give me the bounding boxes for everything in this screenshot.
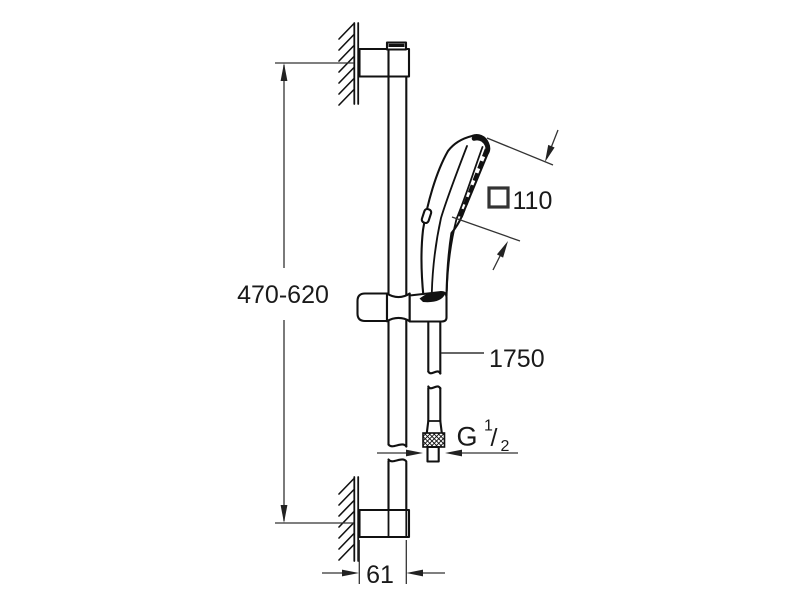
dim-hose-length: 1750 bbox=[441, 345, 545, 373]
square-dimension-icon bbox=[487, 186, 510, 209]
arrow-left-icon bbox=[406, 569, 423, 577]
nozzle-bump-icon bbox=[472, 172, 480, 182]
spray-nozzles bbox=[458, 148, 489, 218]
wall-distance-label: 61 bbox=[366, 561, 394, 589]
rail-break-upper-end bbox=[387, 443, 408, 448]
arrow-head-upper-icon bbox=[545, 144, 555, 162]
spray-button bbox=[420, 207, 433, 225]
hose-fitting-taper bbox=[425, 419, 443, 435]
nozzle-bump-icon bbox=[477, 160, 485, 170]
arrow-right-icon bbox=[342, 569, 359, 577]
holder-body bbox=[385, 292, 411, 323]
bracket-cap-top bbox=[388, 43, 405, 47]
dim-rail-height: 470-620 bbox=[237, 62, 354, 524]
dim-wall-distance: 61 bbox=[322, 540, 445, 589]
rail-upper bbox=[387, 48, 408, 448]
top-bracket bbox=[358, 47, 411, 78]
nozzle-bump-icon bbox=[458, 208, 466, 218]
arrow-down-icon bbox=[280, 505, 288, 523]
shower-rail bbox=[387, 48, 408, 539]
hose-thread-end bbox=[426, 445, 440, 463]
nozzle-bump-icon bbox=[463, 196, 471, 206]
dimensions: 470-620 110 1750 G 1 / 2 bbox=[237, 62, 559, 589]
holder-seat bbox=[419, 291, 446, 303]
nozzle-bump-icon bbox=[467, 184, 475, 194]
thread-label-numerator: 1 bbox=[484, 418, 493, 435]
dim-thread: G 1 / 2 bbox=[377, 418, 518, 457]
hose-lower bbox=[427, 386, 442, 423]
rail-height-label: 470-620 bbox=[237, 281, 329, 309]
thread-label-g: G bbox=[457, 422, 478, 452]
wall-hatch-top-icon bbox=[338, 23, 355, 106]
hose-break-lower-start bbox=[427, 385, 442, 390]
hand-shower bbox=[420, 134, 491, 299]
wall-line-top bbox=[353, 22, 360, 105]
hose-nut bbox=[422, 432, 446, 448]
wall-bottom bbox=[338, 476, 360, 562]
arrow-head-lower-icon bbox=[496, 241, 508, 258]
slider-holder bbox=[356, 290, 448, 323]
arrow-left-icon bbox=[445, 449, 462, 457]
structure bbox=[338, 22, 491, 562]
hose-upper bbox=[427, 320, 442, 375]
head-size-label: 110 bbox=[513, 187, 553, 215]
wall-top bbox=[338, 22, 360, 106]
rail-through-bracket bbox=[387, 509, 408, 538]
nozzle-bump-icon bbox=[482, 148, 489, 158]
holder-knob bbox=[356, 292, 389, 323]
shower-head-contour bbox=[430, 145, 468, 294]
extension-line-head-lower bbox=[451, 216, 521, 242]
hose-length-label: 1750 bbox=[489, 345, 545, 373]
thread-label-denominator: 2 bbox=[501, 438, 510, 455]
shower-hose bbox=[422, 320, 446, 463]
shower-head-outline bbox=[420, 134, 491, 299]
bottom-bracket bbox=[358, 508, 411, 539]
wall-hatch-bottom-icon bbox=[338, 478, 355, 561]
extension-line-head-upper bbox=[486, 137, 554, 166]
hose-break-upper-end bbox=[427, 370, 442, 375]
wall-line-bottom bbox=[353, 476, 360, 562]
rail-break-lower-end bbox=[387, 458, 408, 463]
thread-label-slash: / bbox=[491, 424, 498, 452]
arrow-right-icon bbox=[406, 449, 423, 457]
arrow-up-icon bbox=[280, 63, 288, 81]
dim-head-size: 110 bbox=[451, 129, 559, 271]
